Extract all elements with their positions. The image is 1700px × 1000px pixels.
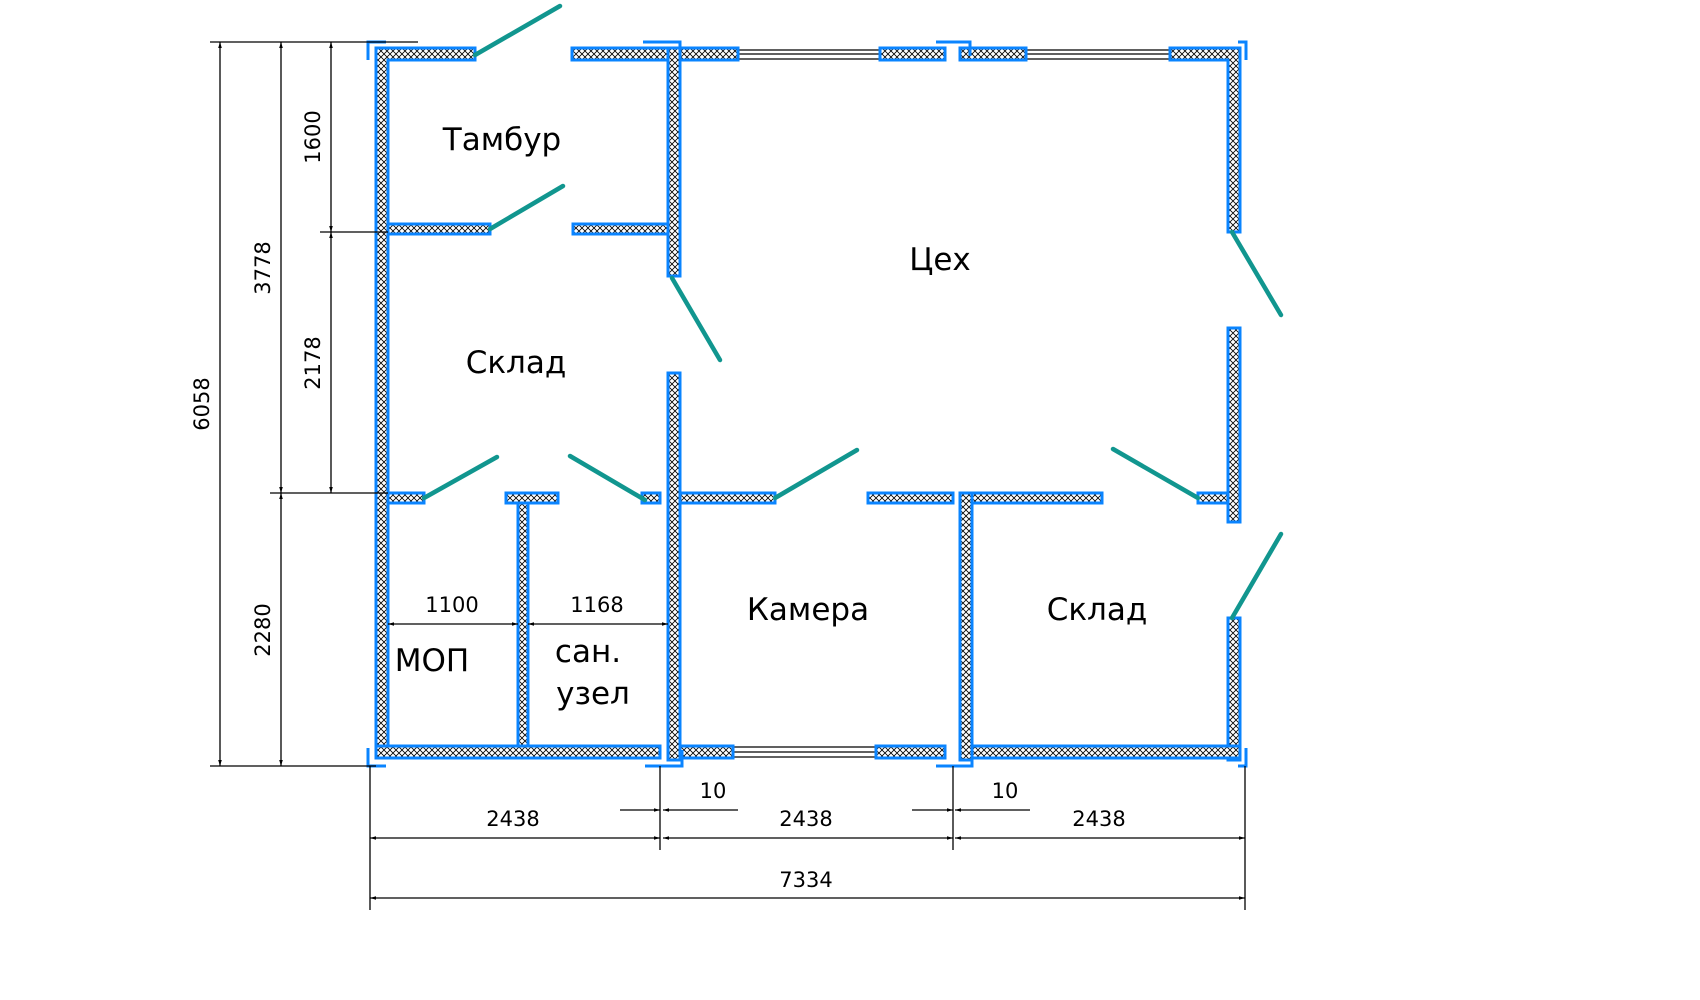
outer-wall-top-right [1168,46,1242,234]
wall-segment [678,491,777,505]
wall-segment [678,46,740,62]
door-sklad-right [1110,446,1201,501]
dim-module-2: 2438 [779,807,832,831]
dim-mop-width: 1100 [425,593,478,617]
door-sklad-exterior [1229,531,1284,621]
dim-tambur-height: 1600 [301,110,325,163]
door-mop [421,454,500,501]
kamera-sklad-wall [958,491,974,762]
tambur-wall-right [571,222,670,236]
door-kamera [772,447,860,501]
dim-module-1: 2438 [486,807,539,831]
room-label-mop: МОП [395,643,469,679]
middle-wall-upper [666,46,682,278]
wall-right-lower [1226,616,1242,762]
door-sanuzel [567,453,648,503]
mop-partition [516,501,530,748]
wall-segment [878,46,947,62]
dim-gap-1: 10 [700,779,727,803]
bottom-wall-segment [678,744,735,760]
room-label-sanuzel-1: сан. [555,634,621,670]
dim-sanuzel-width: 1168 [570,593,623,617]
tambur-wall-left [386,222,492,236]
bottom-wall-right [970,744,1242,760]
door-tsekh-exterior [1229,229,1284,318]
bottom-wall-left [374,744,662,760]
room-label-sklad-left: Склад [466,345,567,381]
middle-wall-lower [666,371,682,762]
wall-segment [386,491,426,505]
wall-right-stub [1196,491,1230,505]
room-label-sklad-right: Склад [1047,592,1148,628]
dim-upper-height: 3778 [251,241,275,294]
windows [733,49,1170,758]
wall-segment [958,46,1028,62]
room-label-tsekh: Цех [909,242,971,278]
room-label-sanuzel-2: узел [556,676,630,712]
dim-total-width: 7334 [779,868,832,892]
dim-total-height: 6058 [190,377,214,430]
wall-segment [570,46,670,62]
room-label-kamera: Камера [747,592,869,628]
wall-right-mid [1226,326,1242,524]
walls [366,40,1248,768]
wall-segment [970,491,1104,505]
dim-gap-2: 10 [992,779,1019,803]
doors [421,3,1284,621]
door-sklad-tsekh [669,275,723,363]
wall-segment [866,491,955,505]
dimension-lines [210,41,1246,910]
door-tambur-sklad [487,183,566,232]
bottom-wall-segment [874,744,947,760]
dim-sklad-height: 2178 [301,336,325,389]
dim-module-3: 2438 [1072,807,1125,831]
dim-lower-height: 2280 [251,603,275,656]
mop-partition-cap [504,491,560,505]
room-label-tambur: Тамбур [442,122,561,158]
door-tambur-entrance [472,3,563,58]
